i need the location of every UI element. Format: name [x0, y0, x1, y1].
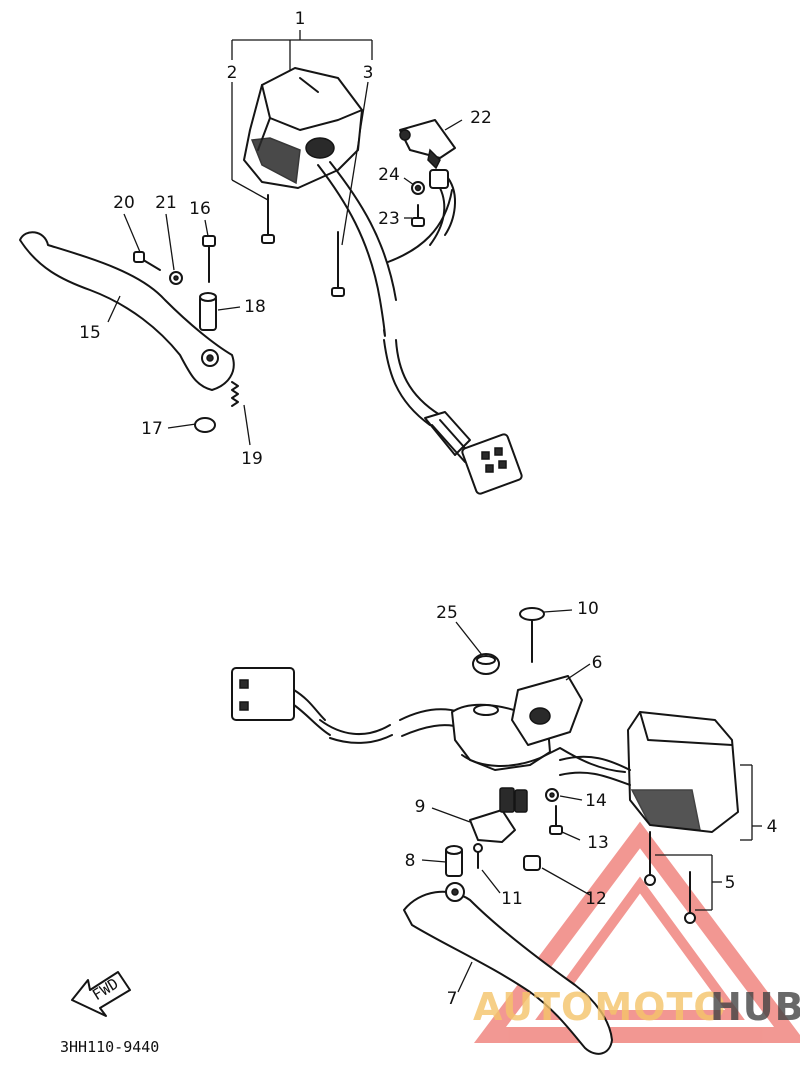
switch-screw: [549, 805, 563, 835]
callout-labels: 1 2 3 4 5 6 7 8 9 10 11 12 13 14 15 16 1…: [79, 9, 777, 1009]
callout-10: 10: [577, 599, 599, 619]
callout-17: 17: [141, 419, 163, 439]
right-switch-housing: [559, 711, 739, 833]
callout-16: 16: [189, 199, 211, 219]
callout-1: 1: [295, 9, 306, 29]
callout-14: 14: [585, 791, 607, 811]
watermark-logo: [474, 821, 800, 1043]
callout-23: 23: [378, 209, 400, 229]
bracket-5: [655, 854, 722, 911]
callout-12: 12: [585, 889, 607, 909]
reservoir-cap: [472, 653, 500, 675]
callout-2: 2: [227, 63, 238, 83]
callout-9: 9: [415, 797, 426, 817]
leader-lines: [107, 119, 591, 993]
callout-15: 15: [79, 323, 101, 343]
callout-22: 22: [470, 108, 492, 128]
callout-11: 11: [501, 889, 523, 909]
callout-8: 8: [405, 851, 416, 871]
callout-21: 21: [155, 193, 177, 213]
brake-lever: [403, 882, 613, 1055]
callout-3: 3: [363, 63, 374, 83]
left-switch-harness: [317, 161, 453, 426]
callout-4: 4: [767, 817, 778, 837]
callout-7: 7: [447, 989, 458, 1009]
callout-24: 24: [378, 165, 400, 185]
callout-19: 19: [241, 449, 263, 469]
left-switch-housing: [243, 67, 363, 189]
pivot-nut: [523, 855, 541, 871]
housing-screw-right: [331, 231, 345, 297]
callout-5: 5: [725, 873, 736, 893]
callout-13: 13: [587, 833, 609, 853]
housing-screw-left: [261, 194, 275, 244]
lower-harness: [319, 708, 463, 744]
callout-6: 6: [592, 653, 603, 673]
callout-20: 20: [113, 193, 135, 213]
clamp-bolt: [519, 607, 545, 663]
housing-screw-long: [644, 831, 656, 886]
master-cylinder-clamp: [511, 675, 583, 746]
brake-switch: [469, 787, 528, 843]
lower-connector: [231, 667, 331, 736]
fwd-arrow-icon: FWD: [71, 971, 131, 1017]
lever-collar: [169, 271, 183, 285]
watermark-text-1: AUTOMOTO: [473, 985, 727, 1029]
clutch-lever: [19, 231, 235, 391]
watermark-text: AUTOMOTO HUB: [473, 985, 800, 1029]
clutch-switch-screw: [411, 204, 425, 227]
adjuster-nut: [194, 417, 216, 433]
adjuster-spring: [231, 381, 239, 407]
watermark-text-2: HUB: [710, 985, 800, 1029]
clutch-switch-nut: [411, 181, 425, 195]
part-code: 3HH110-9440: [60, 1038, 159, 1056]
housing-screw-short: [684, 871, 696, 924]
left-connector: [424, 411, 523, 495]
lower-screw: [473, 843, 483, 869]
bracket-4: [740, 764, 762, 841]
pivot-collar: [199, 292, 217, 331]
pivot-bolt: [202, 235, 216, 283]
callout-25: 25: [436, 603, 458, 623]
lever-bolt: [133, 251, 161, 271]
washer: [545, 788, 559, 802]
clutch-switch: [399, 119, 456, 246]
callout-18: 18: [244, 297, 266, 317]
lever-collar-lower: [445, 845, 463, 877]
bracket-1-2-3: [231, 30, 373, 246]
